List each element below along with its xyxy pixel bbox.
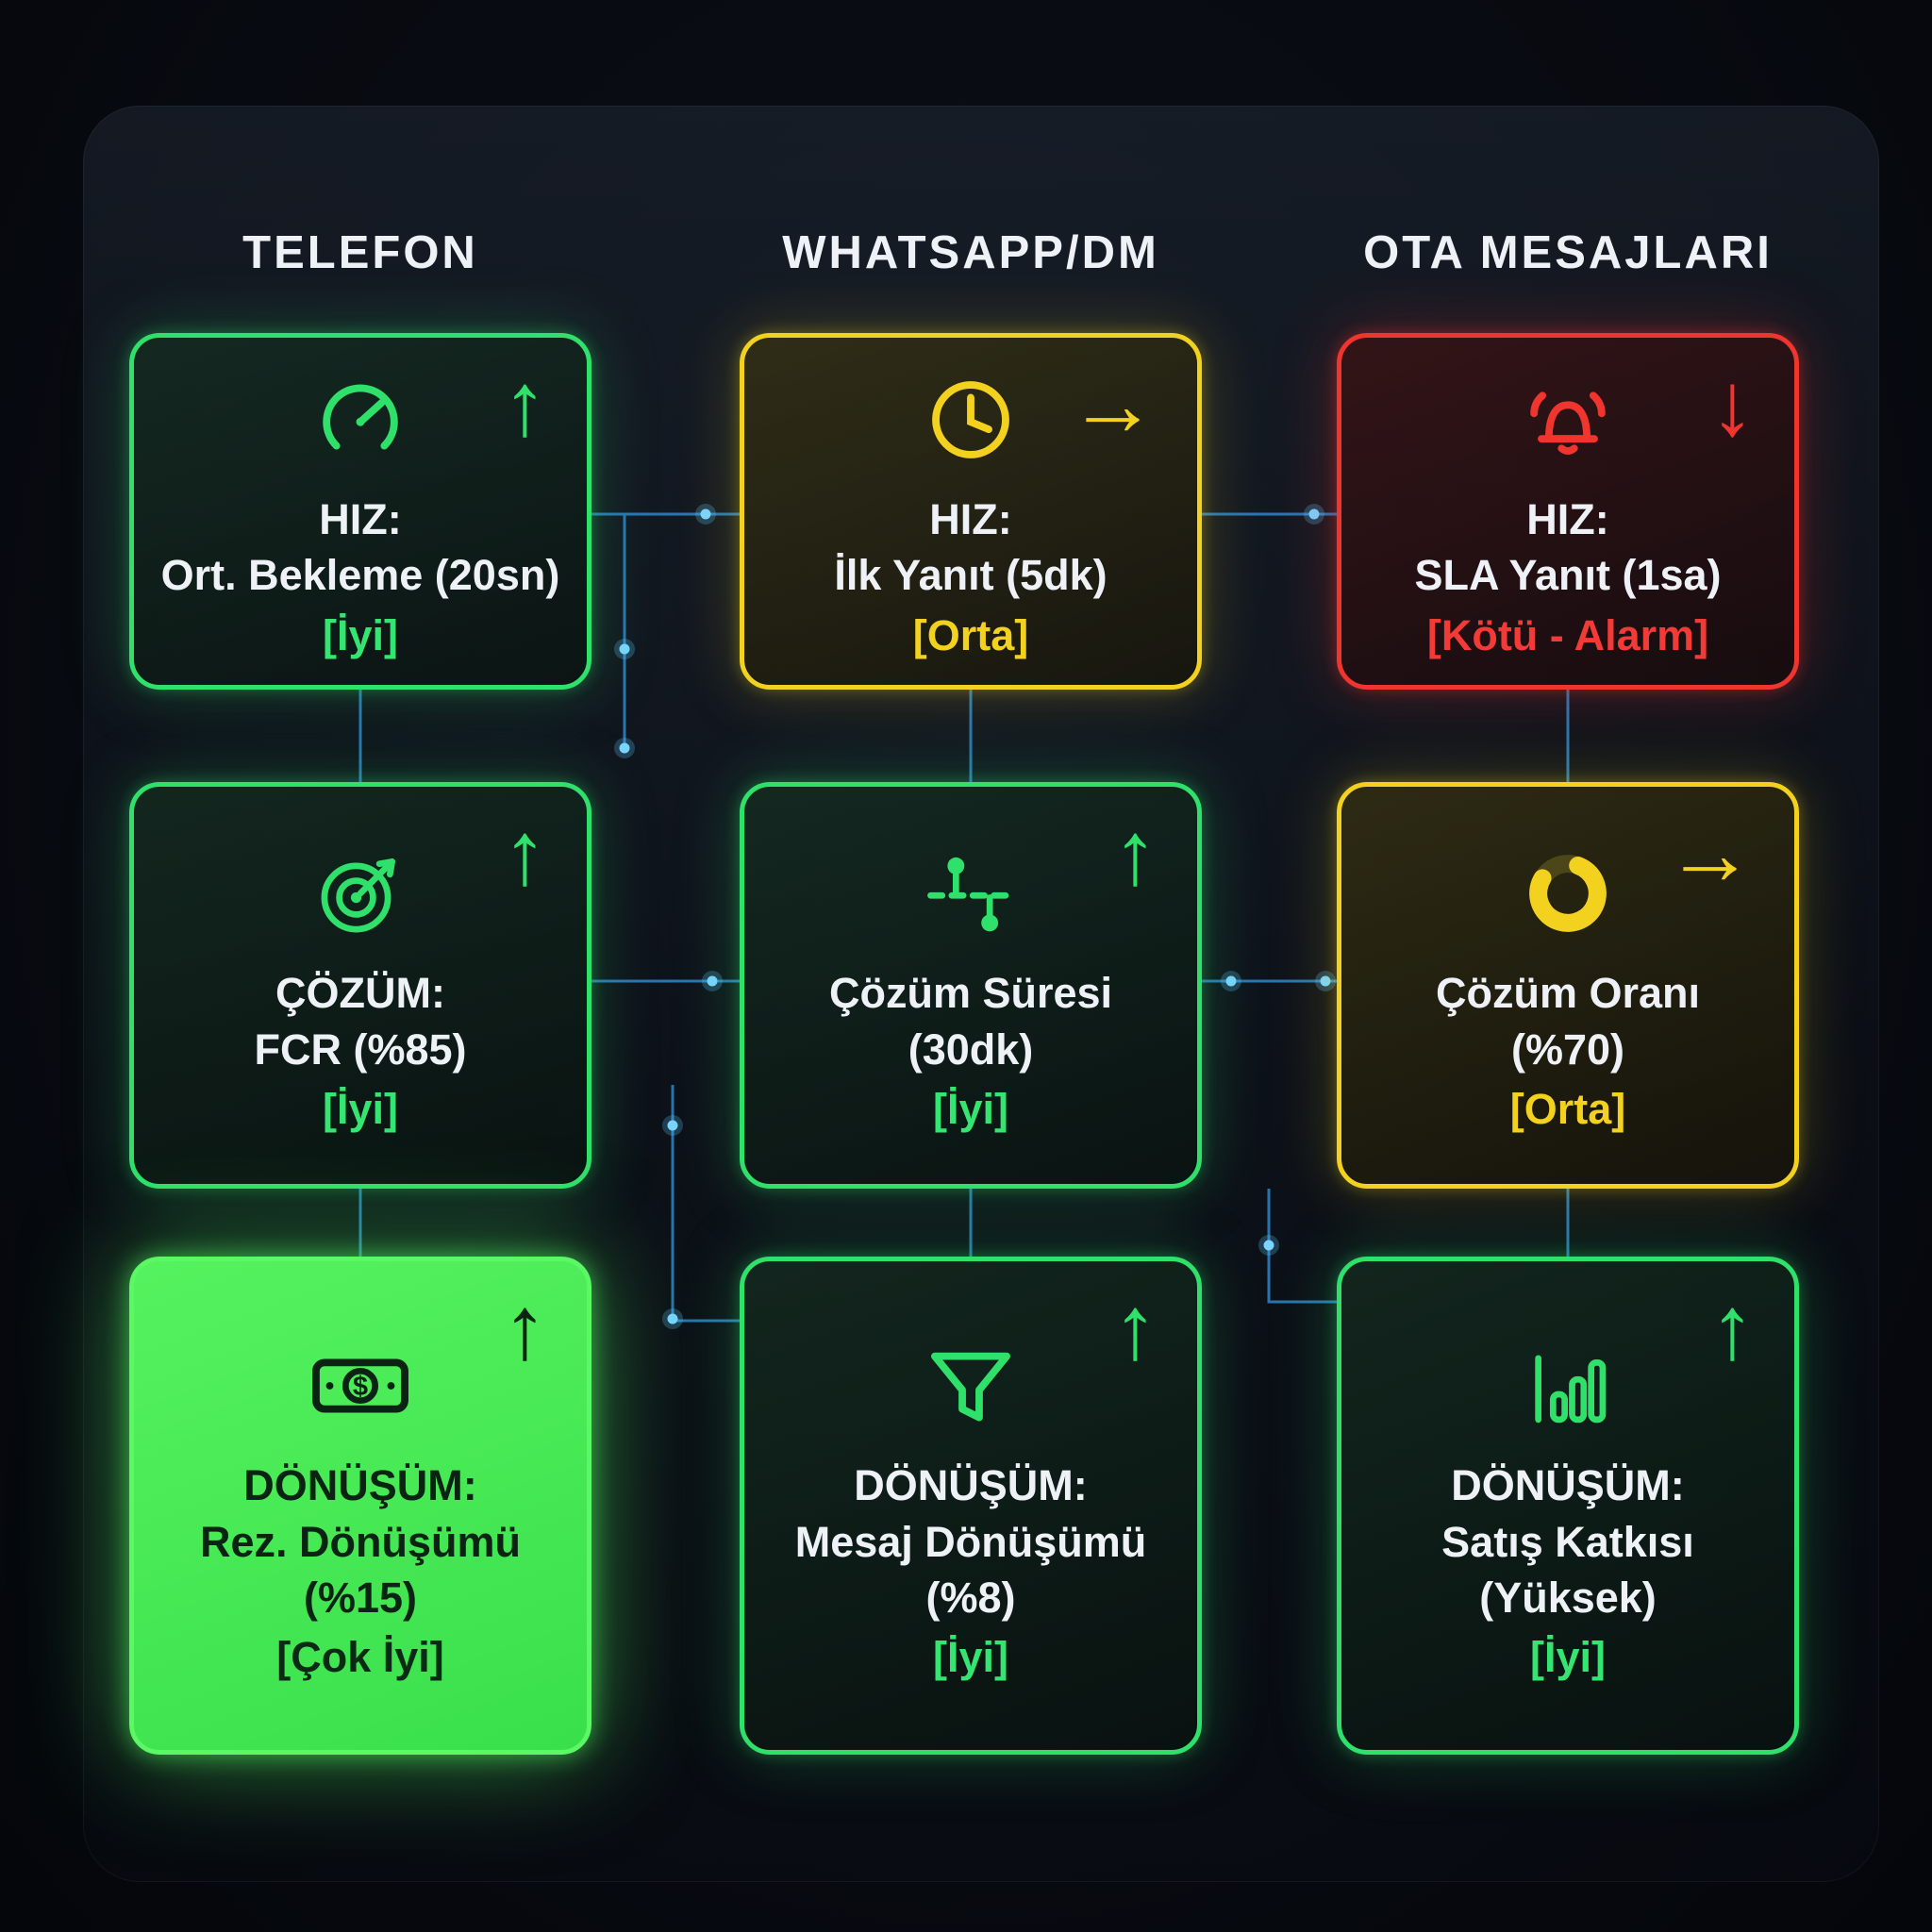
trend-up-icon: ↑ [1112, 1278, 1158, 1378]
status-badge: [İyi] [322, 1085, 398, 1134]
trend-up-icon: ↑ [1112, 804, 1158, 904]
card-title: ÇÖZÜM: [275, 969, 445, 1018]
card-whatsapp-hiz: → HIZ: İlk Yanıt (5dk) [Orta] [740, 333, 1202, 690]
status-badge: [Çok İyi] [276, 1633, 444, 1682]
column-header-whatsapp-dm: WHATSAPP/DM [782, 227, 1159, 278]
status-badge: [İyi] [932, 1085, 1008, 1134]
trend-down-icon: ↓ [1709, 355, 1756, 455]
card-telefon-cozum: ↑ ÇÖZÜM: FCR (%85) [İyi] [129, 782, 591, 1189]
speedometer-icon [308, 359, 413, 480]
column-header-telefon: TELEFON [242, 227, 478, 278]
workflow-nodes-icon [918, 833, 1024, 954]
card-title: DÖNÜŞÜM: [243, 1461, 477, 1510]
status-badge: [Kötü - Alarm] [1426, 610, 1709, 659]
card-metric: Rez. Dönüşümü [199, 1517, 521, 1566]
card-ota-donusum: ↑ DÖNÜŞÜM: Satış Katkısı (Yüksek) [İyi] [1337, 1257, 1799, 1755]
status-badge: [İyi] [322, 610, 398, 659]
trend-up-icon: ↑ [502, 1278, 548, 1378]
funnel-icon [918, 1325, 1024, 1446]
status-badge: [İyi] [1529, 1633, 1606, 1682]
svg-text:$: $ [353, 1372, 368, 1402]
trend-up-icon: ↑ [502, 804, 548, 904]
card-metric: (%70) [1510, 1024, 1625, 1074]
bar-chart-icon [1515, 1325, 1621, 1446]
card-metric-2: (Yüksek) [1479, 1574, 1657, 1622]
card-metric: İlk Yanıt (5dk) [834, 551, 1108, 600]
donut-chart-icon [1515, 833, 1621, 954]
card-ota-cozum-orani: → Çözüm Oranı (%70) [Orta] [1337, 782, 1799, 1189]
card-title: HIZ: [319, 494, 402, 543]
trend-flat-icon: → [1068, 355, 1158, 455]
card-metric: Satış Katkısı [1441, 1517, 1694, 1566]
card-title: Çözüm Süresi [828, 969, 1113, 1018]
card-title: HIZ: [1526, 494, 1609, 543]
connector-node-dots [614, 504, 1336, 1329]
card-title: DÖNÜŞÜM: [854, 1461, 1088, 1510]
status-badge: [Orta] [1509, 1085, 1626, 1134]
trend-flat-icon: → [1665, 804, 1755, 904]
card-whatsapp-cozum-suresi: ↑ Çözüm Süresi (30dk) [İyi] [740, 782, 1202, 1189]
card-metric: Ort. Bekleme (20sn) [160, 551, 560, 600]
alarm-bell-icon [1515, 359, 1621, 480]
card-whatsapp-donusum: ↑ DÖNÜŞÜM: Mesaj Dönüşümü (%8) [İyi] [740, 1257, 1202, 1755]
status-badge: [İyi] [932, 1633, 1008, 1682]
card-telefon-hiz: ↑ HIZ: Ort. Bekleme (20sn) [İyi] [129, 333, 591, 690]
card-telefon-donusum: ↑ $ DÖNÜŞÜM: Rez. Dönüşümü (%15) [Çok İy… [129, 1257, 591, 1755]
trend-up-icon: ↑ [502, 355, 548, 455]
card-metric: SLA Yanıt (1sa) [1414, 551, 1722, 600]
card-metric-2: (%15) [303, 1574, 418, 1622]
card-ota-hiz: ↓ HIZ: SLA Yanıt (1sa) [Kötü - Alarm] [1337, 333, 1799, 690]
money-bill-icon: $ [294, 1325, 426, 1446]
card-title: HIZ: [929, 494, 1012, 543]
column-header-ota-mesajlari: OTA MESAJLARI [1363, 227, 1773, 278]
target-icon [308, 833, 413, 954]
clock-icon [918, 359, 1024, 480]
card-metric: Mesaj Dönüşümü [794, 1517, 1147, 1566]
status-badge: [Orta] [912, 610, 1029, 659]
trend-up-icon: ↑ [1709, 1278, 1756, 1378]
card-title: Çözüm Oranı [1435, 969, 1701, 1018]
card-title: DÖNÜŞÜM: [1451, 1461, 1685, 1510]
card-metric-2: (%8) [925, 1574, 1016, 1622]
card-metric: (30dk) [908, 1024, 1034, 1074]
card-metric: FCR (%85) [254, 1024, 467, 1074]
